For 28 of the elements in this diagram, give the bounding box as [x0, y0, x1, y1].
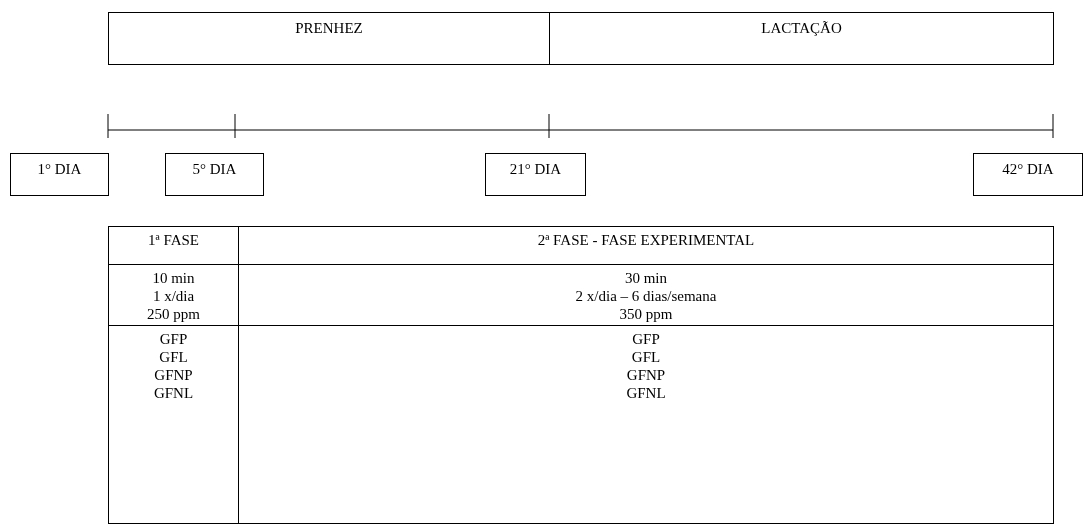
cell-text: GFL [631, 348, 661, 366]
box-label: 21° DIA [509, 160, 562, 179]
cell-text: GFNL [626, 384, 666, 402]
cell-text: 2 x/dia – 6 dias/semana [575, 287, 717, 305]
cell-text: GFNP [154, 366, 193, 384]
label-box [485, 153, 586, 196]
label-box [549, 12, 1054, 65]
box-label: PRENHEZ [295, 19, 363, 38]
label-box [165, 153, 264, 196]
cell-text: 1 x/dia [152, 287, 195, 305]
cell-text: 10 min [152, 269, 195, 287]
box-label: LACTAÇÃO [761, 19, 842, 38]
cell-text: 250 ppm [147, 305, 200, 323]
cell-text: GFNP [626, 366, 666, 384]
box-label: 1° DIA [37, 160, 82, 179]
label-box [108, 12, 550, 65]
cell-text: GFNL [153, 384, 194, 402]
cell-text: 30 min [624, 269, 668, 287]
cell-text: GFP [632, 330, 660, 348]
cell-text: GFL [159, 348, 188, 366]
cell-text: 2ª FASE - FASE EXPERIMENTAL [537, 231, 755, 249]
box-label: 42° DIA [1002, 160, 1054, 179]
cell-text: 350 ppm [619, 305, 673, 323]
label-box [973, 153, 1083, 196]
label-box [10, 153, 109, 196]
cell-text: 1ª FASE [148, 231, 199, 249]
box-label: 5° DIA [192, 160, 237, 179]
cell-text: GFP [159, 330, 188, 348]
